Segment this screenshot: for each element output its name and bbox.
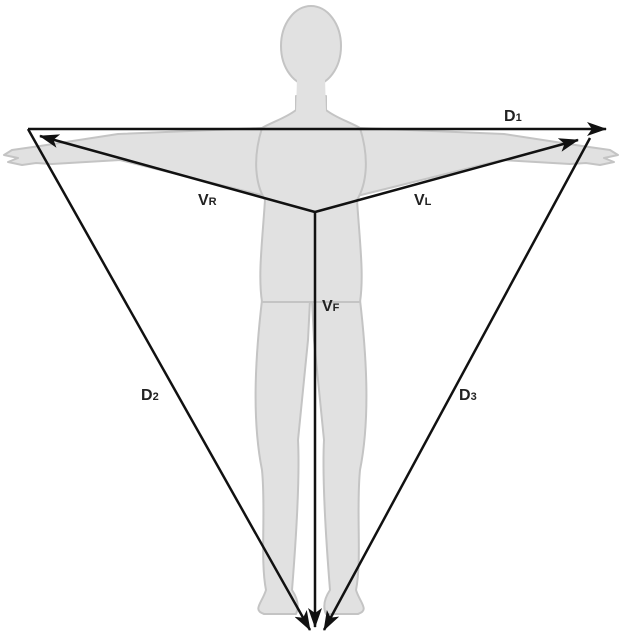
lead-vr-vector: [39, 134, 316, 214]
lead-vectors: [26, 122, 607, 631]
label-vr: VR: [198, 192, 217, 209]
label-vf: VF: [322, 298, 340, 315]
head: [280, 5, 342, 87]
lead-labels: D1 D2 D3 VR VL VF: [141, 108, 522, 404]
label-vl: VL: [414, 192, 432, 209]
label-d2: D2: [141, 387, 159, 404]
lead-vl-vector: [314, 138, 579, 214]
neck: [296, 78, 326, 112]
label-d1: D1: [504, 108, 522, 125]
lead-d3-vector: [322, 137, 592, 631]
right-leg: [254, 299, 311, 615]
human-body-silhouette: [3, 5, 619, 615]
lead-d2-vector: [26, 128, 312, 631]
label-d3: D3: [459, 387, 477, 404]
left-arm: [356, 127, 619, 197]
left-leg: [311, 299, 368, 615]
